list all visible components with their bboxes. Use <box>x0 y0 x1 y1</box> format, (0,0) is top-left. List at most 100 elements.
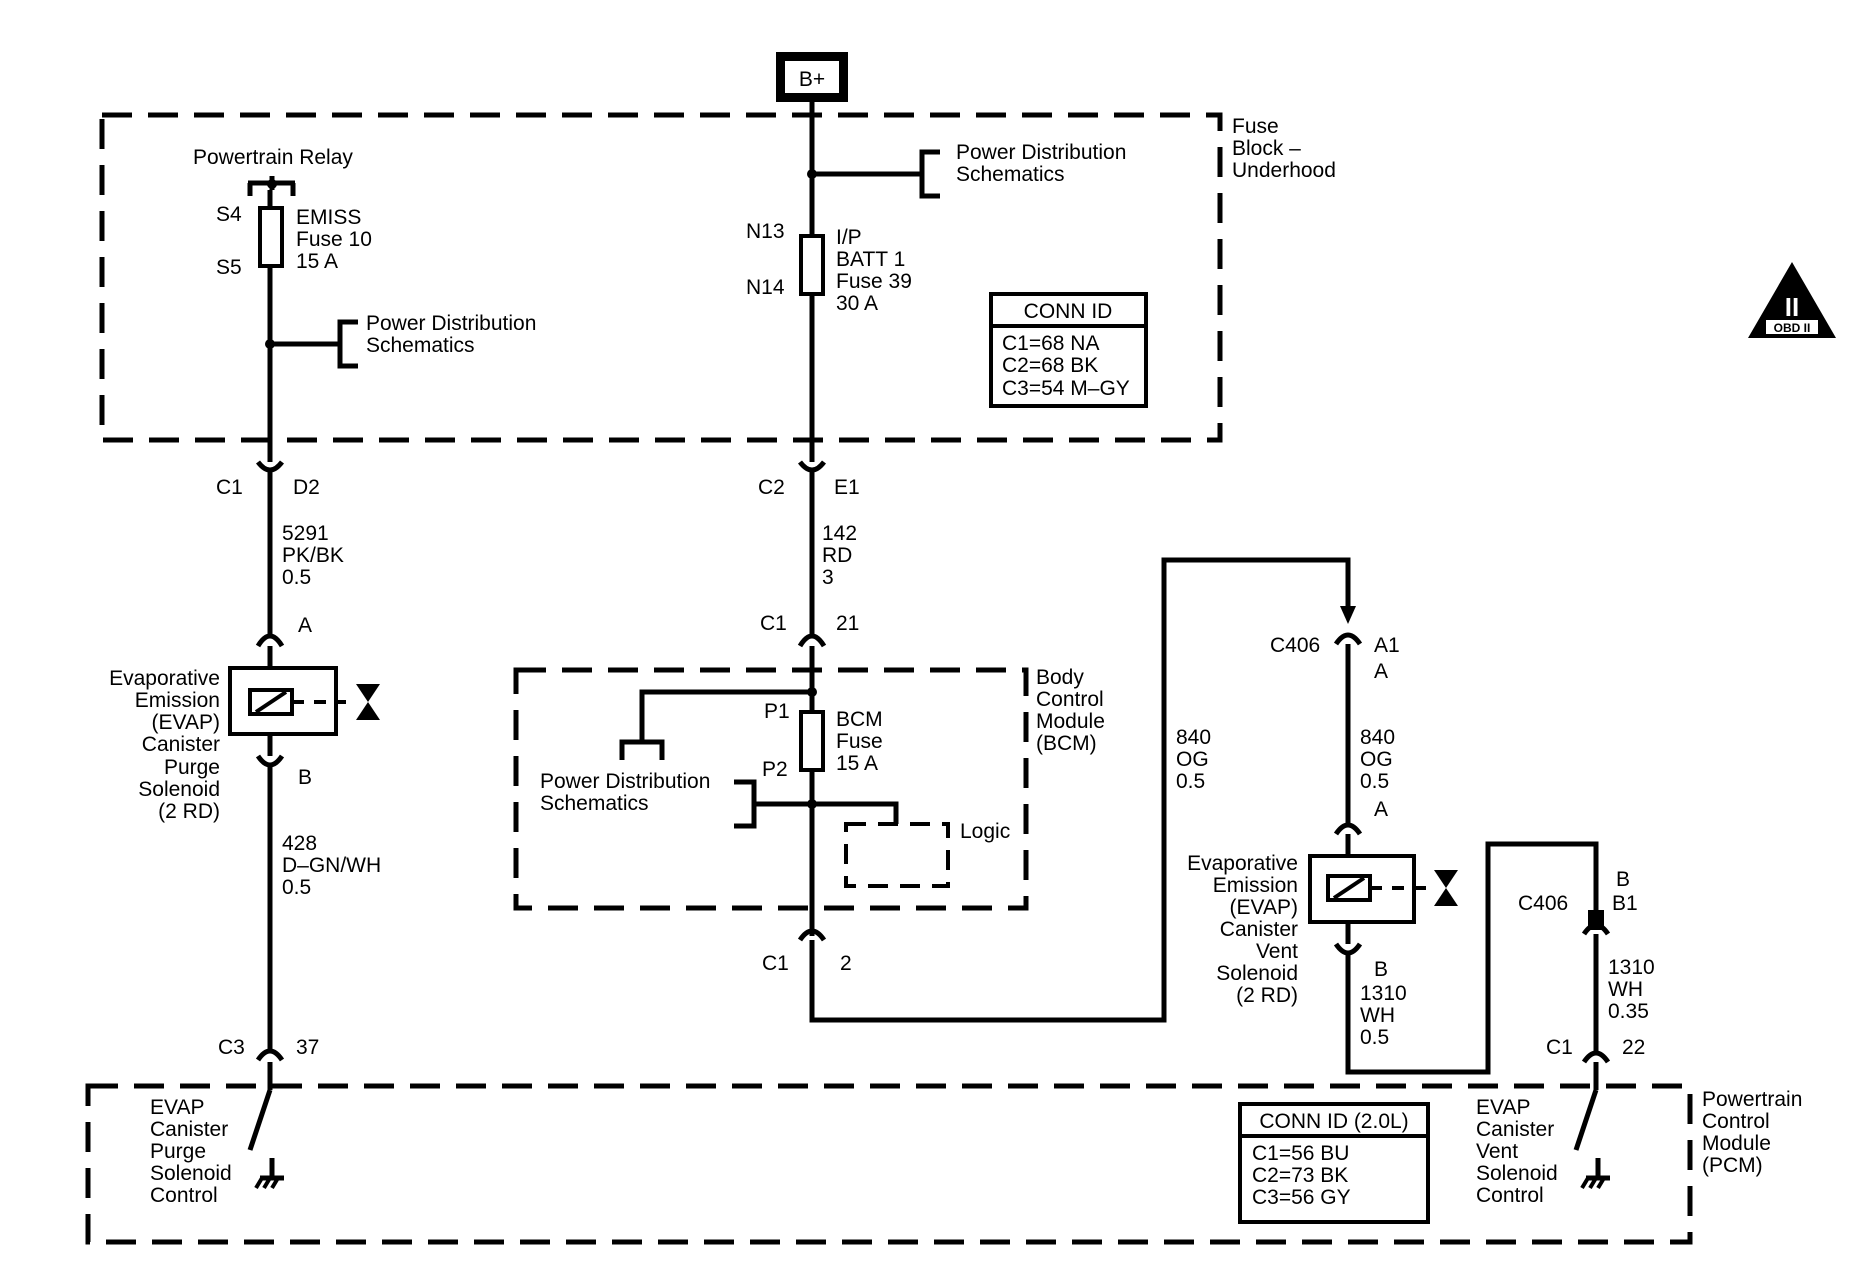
purge-control-switch <box>247 1089 273 1151</box>
svg-text:C1: C1 <box>760 612 787 635</box>
bcm-logic-label: Logic <box>960 820 1010 843</box>
wire-428: 428 <box>282 832 317 855</box>
connector-c1-21 <box>797 633 827 648</box>
bcm-fuse-label: BCM <box>836 708 883 731</box>
svg-text:A: A <box>298 614 312 637</box>
pcm-name: Powertrain Control Module (PCM) <box>1702 1088 1802 1177</box>
svg-text:C3=56 GY: C3=56 GY <box>1252 1186 1351 1209</box>
svg-text:C2=68 BK: C2=68 BK <box>1002 354 1098 377</box>
svg-text:C1: C1 <box>1546 1036 1573 1059</box>
purge-connector-a <box>255 633 285 648</box>
bcm-name: Body Control Module (BCM) <box>1036 666 1105 755</box>
fuse-block-name: Fuse Block – Underhood <box>1232 115 1336 182</box>
connector-c2-e1 <box>798 460 826 473</box>
svg-text:Solenoid: Solenoid <box>1476 1162 1558 1185</box>
fuse-block-conn-id: CONN ID C1=68 NA C2=68 BK C3=54 M–GY <box>989 292 1148 408</box>
batt-fuse <box>799 234 825 296</box>
svg-text:Canister: Canister <box>1476 1118 1554 1141</box>
bcm-box <box>513 667 1029 911</box>
svg-text:C2: C2 <box>758 476 785 499</box>
svg-text:Emission: Emission <box>135 689 220 712</box>
svg-text:0.5: 0.5 <box>282 876 311 899</box>
svg-text:30 A: 30 A <box>836 292 878 315</box>
emiss-fuse-label: EMISS <box>296 206 361 229</box>
svg-text:Purge: Purge <box>164 756 220 779</box>
svg-text:Block –: Block – <box>1232 137 1301 160</box>
svg-text:B: B <box>1616 868 1630 891</box>
svg-text:Schematics: Schematics <box>540 792 649 815</box>
b-plus-label: B+ <box>799 68 825 91</box>
svg-text:(2 RD): (2 RD) <box>1236 984 1298 1007</box>
svg-text:Vent: Vent <box>1476 1140 1518 1163</box>
svg-text:3: 3 <box>822 566 834 589</box>
svg-text:OG: OG <box>1176 748 1209 771</box>
svg-text:A: A <box>1374 798 1388 821</box>
svg-text:C406: C406 <box>1270 634 1320 657</box>
svg-text:C1=68 NA: C1=68 NA <box>1002 332 1099 355</box>
svg-text:B1: B1 <box>1612 892 1638 915</box>
svg-text:EVAP: EVAP <box>150 1096 204 1119</box>
svg-text:Solenoid: Solenoid <box>138 778 220 801</box>
svg-text:WH: WH <box>1608 978 1643 1001</box>
svg-text:Solenoid: Solenoid <box>1216 962 1298 985</box>
svg-text:Underhood: Underhood <box>1232 159 1336 182</box>
connector-c1-22 <box>1581 1050 1611 1064</box>
svg-text:Module: Module <box>1036 710 1105 733</box>
svg-text:37: 37 <box>296 1036 319 1059</box>
svg-text:(EVAP): (EVAP) <box>152 711 220 734</box>
svg-text:A1: A1 <box>1374 634 1400 657</box>
batt-fuse-pin-top: N13 <box>746 220 785 243</box>
svg-text:PK/BK: PK/BK <box>282 544 344 567</box>
svg-text:D2: D2 <box>293 476 320 499</box>
svg-text:0.5: 0.5 <box>1360 1026 1389 1049</box>
purge-control-label: EVAP Canister Purge Solenoid Control <box>150 1096 232 1207</box>
batt-fuse-label: I/P <box>836 226 862 249</box>
svg-text:C406: C406 <box>1518 892 1568 915</box>
svg-text:C1=56 BU: C1=56 BU <box>1252 1142 1349 1165</box>
svg-text:B: B <box>1374 958 1388 981</box>
svg-text:2: 2 <box>840 952 852 975</box>
emiss-fuse <box>258 206 284 268</box>
connector-c406-a1 <box>1333 632 1363 646</box>
svg-text:BATT 1: BATT 1 <box>836 248 905 271</box>
bcm-pds-label: Power Distribution <box>540 770 710 793</box>
svg-text:Powertrain: Powertrain <box>1702 1088 1802 1111</box>
wire-840-right: 840 <box>1360 726 1395 749</box>
svg-text:(PCM): (PCM) <box>1702 1154 1763 1177</box>
purge-connector-b <box>255 754 285 768</box>
svg-text:Control: Control <box>1476 1184 1544 1207</box>
svg-text:Vent: Vent <box>1256 940 1298 963</box>
powertrain-relay-symbol <box>247 176 296 196</box>
connector-c406-b1 <box>1581 922 1611 936</box>
svg-text:(2 RD): (2 RD) <box>158 800 220 823</box>
wire-1310-left: 1310 <box>1360 982 1407 1005</box>
svg-text:Schematics: Schematics <box>956 163 1065 186</box>
svg-text:C1: C1 <box>216 476 243 499</box>
fuse-block-box <box>99 112 1223 443</box>
svg-text:15 A: 15 A <box>836 752 878 775</box>
vent-connector-b <box>1333 942 1363 956</box>
svg-text:Body: Body <box>1036 666 1084 689</box>
svg-text:Solenoid: Solenoid <box>150 1162 232 1185</box>
svg-text:Fuse: Fuse <box>836 730 883 753</box>
svg-text:Canister: Canister <box>150 1118 228 1141</box>
svg-text:CONN ID: CONN ID <box>1024 300 1113 323</box>
svg-text:Control: Control <box>1702 1110 1770 1133</box>
wire-1310-right: 1310 <box>1608 956 1655 979</box>
svg-text:0.5: 0.5 <box>282 566 311 589</box>
svg-text:EVAP: EVAP <box>1476 1096 1530 1119</box>
svg-text:Fuse 39: Fuse 39 <box>836 270 912 293</box>
wire-5291: 5291 <box>282 522 329 545</box>
vent-solenoid-label: Evaporative Emission (EVAP) Canister Ven… <box>1187 852 1298 1007</box>
batt-fuse-pin-bottom: N14 <box>746 276 785 299</box>
svg-text:RD: RD <box>822 544 852 567</box>
wire-840-left: 840 <box>1176 726 1211 749</box>
vent-control-switch <box>1573 1089 1599 1151</box>
svg-text:OG: OG <box>1360 748 1393 771</box>
svg-text:22: 22 <box>1622 1036 1645 1059</box>
svg-text:Evaporative: Evaporative <box>109 667 220 690</box>
powertrain-relay-label: Powertrain Relay <box>193 146 353 169</box>
pds-right-label: Power Distribution <box>956 141 1126 164</box>
svg-text:0.5: 0.5 <box>1176 770 1205 793</box>
